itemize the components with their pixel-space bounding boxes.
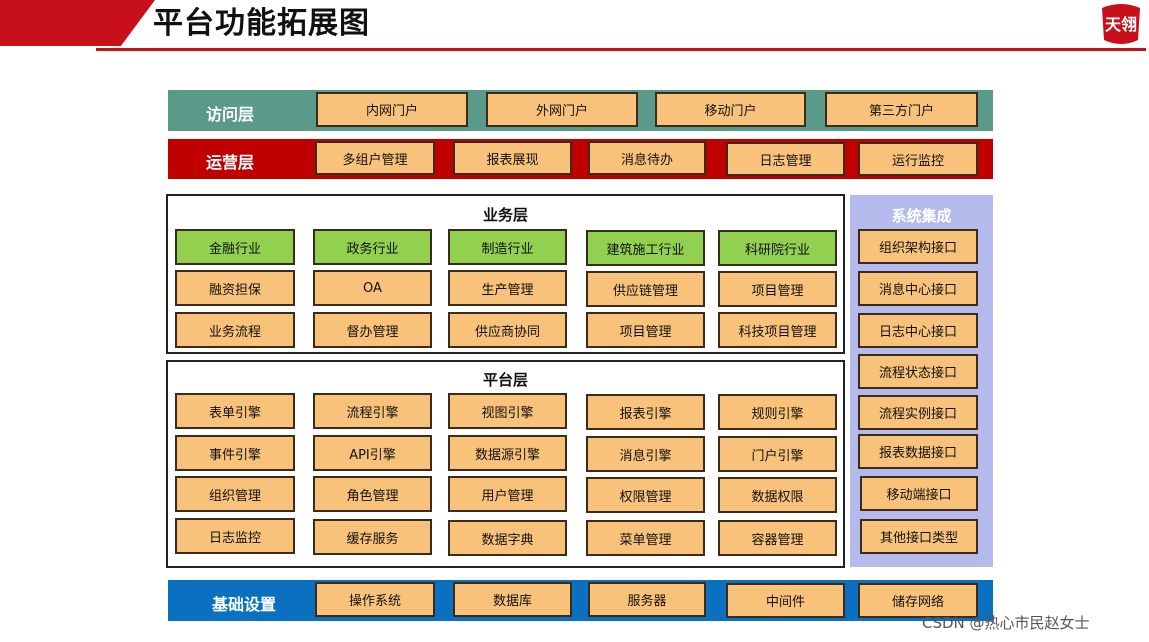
infra-item: 储存网络	[858, 583, 978, 618]
infra-item: 中间件	[726, 583, 845, 618]
business-item: 科技项目管理	[718, 312, 837, 348]
business-item: 项目管理	[718, 271, 837, 307]
platform-item: 门户引擎	[718, 436, 837, 472]
platform-item: 菜单管理	[586, 520, 705, 556]
header-red-block	[0, 0, 155, 46]
watermark: CSDN @热心市民赵女士	[922, 614, 1090, 632]
platform-item: 数据源引擎	[448, 435, 567, 471]
integration-item: 报表数据接口	[858, 434, 978, 469]
access-layer-label: 访问层	[206, 105, 255, 124]
platform-item: 用户管理	[448, 476, 567, 512]
ops-layer-band: 运营层 多组户管理 报表展现 消息待办 日志管理 运行监控	[168, 139, 993, 179]
platform-item: 日志监控	[175, 518, 295, 554]
platform-item: 缓存服务	[313, 519, 432, 555]
infra-item: 数据库	[453, 582, 572, 617]
ops-item: 报表展现	[453, 141, 572, 175]
platform-layer-title: 平台层	[482, 371, 528, 389]
header-divider	[96, 48, 1146, 51]
infra-layer-label: 基础设置	[212, 595, 277, 614]
platform-item: 表单引擎	[175, 393, 295, 429]
platform-item: 数据字典	[448, 520, 567, 556]
platform-item: 规则引擎	[718, 394, 837, 430]
integration-item: 组织架构接口	[858, 229, 978, 264]
business-layer-title: 业务层	[482, 206, 528, 224]
access-layer-band: 访问层 内网门户 外网门户 移动门户 第三方门户	[168, 90, 993, 131]
business-layer-panel: 业务层 金融行业 政务行业 制造行业 建筑施工行业 科研院行业 融资担保 OA …	[166, 194, 845, 354]
business-item: 供应商协同	[448, 312, 567, 348]
integration-title: 系统集成	[891, 207, 952, 225]
industry-item: 制造行业	[448, 229, 567, 265]
svg-text:天翎: 天翎	[1105, 15, 1137, 34]
business-item: 项目管理	[586, 312, 705, 348]
business-item: 督办管理	[313, 312, 432, 348]
business-item: 生产管理	[448, 270, 567, 306]
business-item: 供应链管理	[586, 271, 705, 307]
platform-item: 组织管理	[175, 476, 295, 512]
platform-layer-panel: 平台层 表单引擎 流程引擎 视图引擎 报表引擎 规则引擎 事件引擎 API引擎 …	[166, 360, 845, 568]
platform-item: 消息引擎	[586, 436, 705, 472]
industry-item: 政务行业	[313, 229, 432, 265]
integration-item: 消息中心接口	[858, 271, 978, 306]
integration-item: 流程状态接口	[858, 354, 978, 389]
infra-item: 操作系统	[315, 582, 435, 617]
infra-item: 服务器	[588, 582, 706, 617]
infra-layer-band: 基础设置 操作系统 数据库 服务器 中间件 储存网络	[168, 580, 993, 621]
industry-item: 建筑施工行业	[586, 230, 705, 266]
access-item: 内网门户	[316, 92, 468, 127]
brand-logo: 天翎	[1098, 2, 1144, 46]
business-item: OA	[313, 270, 432, 306]
ops-layer-label: 运营层	[206, 153, 255, 172]
platform-item: 数据权限	[718, 477, 837, 513]
ops-item: 日志管理	[726, 142, 845, 176]
integration-item: 日志中心接口	[858, 313, 978, 348]
platform-item: 视图引擎	[448, 393, 567, 429]
platform-item: 事件引擎	[175, 435, 295, 471]
platform-item: 权限管理	[586, 477, 705, 513]
industry-item: 科研院行业	[718, 230, 837, 266]
access-item: 外网门户	[486, 92, 638, 127]
platform-item: 角色管理	[313, 476, 432, 512]
brand-logo-icon: 天翎	[1102, 4, 1140, 44]
ops-item: 多组户管理	[315, 141, 435, 175]
page-title: 平台功能拓展图	[153, 6, 370, 41]
ops-item: 运行监控	[858, 142, 978, 176]
integration-item: 其他接口类型	[860, 519, 978, 554]
platform-item: 容器管理	[718, 520, 837, 556]
business-item: 业务流程	[175, 312, 295, 348]
ops-item: 消息待办	[588, 141, 706, 175]
platform-item: 流程引擎	[313, 393, 432, 429]
platform-item: 报表引擎	[586, 394, 705, 430]
platform-item: API引擎	[313, 435, 432, 471]
integration-item: 移动端接口	[860, 476, 978, 511]
access-item: 移动门户	[655, 92, 806, 127]
access-item: 第三方门户	[825, 92, 978, 127]
business-item: 融资担保	[175, 270, 295, 306]
integration-item: 流程实例接口	[858, 395, 978, 430]
integration-panel: 系统集成 组织架构接口 消息中心接口 日志中心接口 流程状态接口 流程实例接口 …	[850, 195, 993, 567]
industry-item: 金融行业	[175, 229, 295, 265]
